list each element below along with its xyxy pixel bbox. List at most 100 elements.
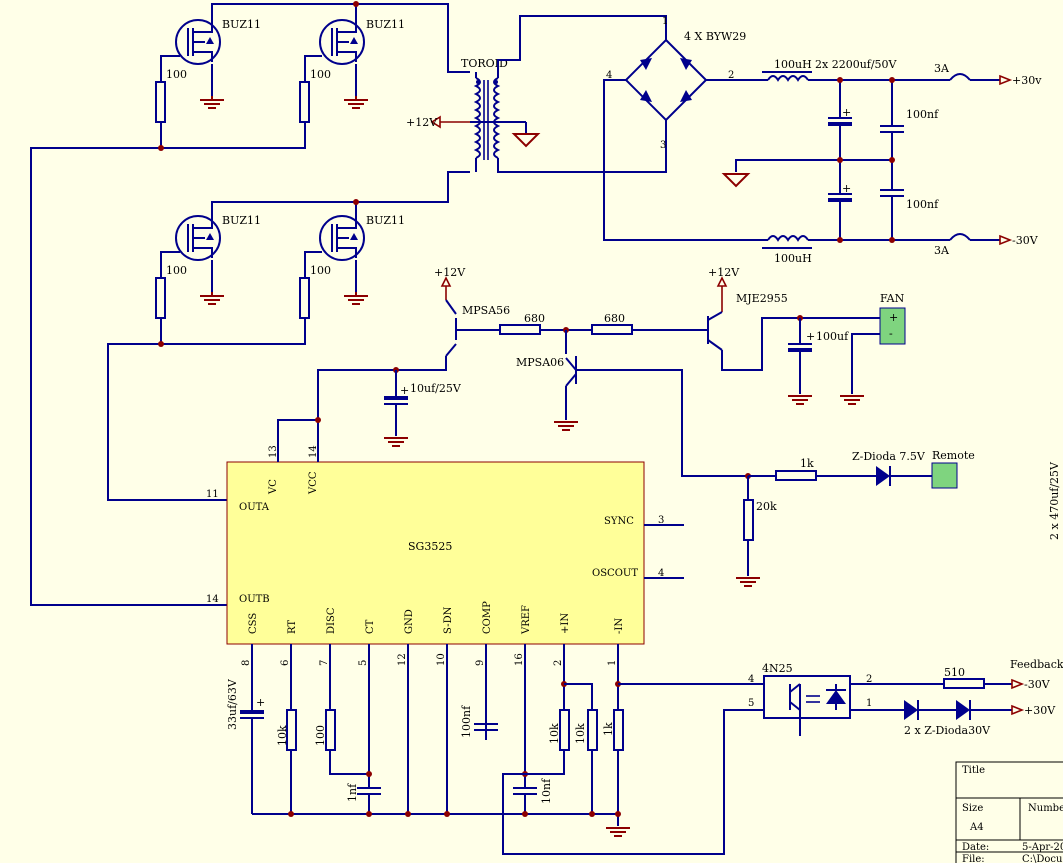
zener-label: Z-Dioda 7.5V	[852, 450, 926, 463]
q2-label: MPSA06	[516, 356, 564, 369]
cap-bottom-label: 100nf	[906, 198, 939, 211]
rect-pin-2: 2	[728, 70, 734, 81]
ic-bottom-pin-name: COMP	[482, 601, 493, 634]
transformer-label: TOROID	[461, 57, 508, 70]
output-stage: 100uH 2x 2200uf/50V 100uH + + 100nf 100n…	[721, 58, 1042, 265]
fan-minus: -	[889, 327, 893, 340]
ic-pin-vcc: VCC	[308, 471, 319, 495]
fb-resistor-label: 510	[944, 666, 965, 679]
caps-label: 2x 2200uf/50V	[815, 58, 898, 71]
ic-pin-3-num: 3	[658, 515, 664, 526]
ic-bottom-pin-name: RT	[287, 620, 298, 634]
feedback-circuit: 4N25 4 5 2 1 510 -30V Feedback +30V 2 x …	[748, 658, 1063, 737]
ic-pin-11-num: 11	[206, 489, 219, 500]
svg-text:+: +	[400, 384, 409, 397]
mosfet-q4-label: BUZ11	[366, 214, 405, 227]
ic-pin-sync: SYNC	[604, 516, 634, 527]
fuse-top-label: 3A	[934, 62, 950, 75]
mosfet-q2: BUZ11	[319, 18, 405, 65]
gate-resistor-2-label: 100	[310, 68, 331, 81]
ic-bottom-pin-name: CSS	[248, 613, 259, 634]
mosfet-q4: BUZ11	[319, 214, 405, 261]
fb-neg-label: -30V	[1024, 678, 1051, 691]
remote-label: Remote	[932, 449, 975, 462]
css-cap-label: 33uf/63V	[226, 678, 239, 730]
opto-pin-1: 1	[866, 698, 872, 709]
fb-pos-label: +30V	[1024, 704, 1056, 717]
gate-resistor-4-label: 100	[310, 264, 331, 277]
fan-cap-label: 100uf	[816, 330, 849, 343]
fan-plus: +	[889, 311, 898, 324]
date-label: Date:	[962, 842, 989, 853]
q3-label: MJE2955	[736, 292, 788, 305]
cap-top-label: 100nf	[906, 108, 939, 121]
ic-bottom-pin-num: 9	[475, 660, 486, 666]
rt-label: 10k	[276, 725, 289, 746]
opto-pin-5: 5	[748, 698, 754, 709]
out-neg-label: -30V	[1012, 234, 1039, 247]
ic-pin-14b-num: 14	[206, 594, 219, 605]
remote-circuit: 1k Z-Dioda 7.5V Remote 20k	[736, 449, 975, 587]
ic-pin-outb: OUTB	[239, 594, 270, 605]
vcc-cap-label: 10uf/25V	[410, 382, 462, 395]
svg-text:+: +	[842, 106, 851, 119]
inductor-bottom-label: 100uH	[774, 252, 812, 265]
size-label: Size	[962, 803, 983, 814]
fb-zeners-label: 2 x Z-Dioda30V	[904, 724, 991, 737]
gate-resistor-3-label: 100	[166, 264, 187, 277]
number-label: Number	[1028, 803, 1063, 814]
ic-bottom-pin-name: -IN	[614, 618, 625, 634]
comp-cap-label: 100nf	[460, 705, 473, 738]
opto-pin-4: 4	[748, 674, 754, 685]
sg3525-ic: SG3525 13 14 VC VCC 11 14 OUTA OUTB 3 4 …	[206, 417, 684, 666]
fan-supply-right-label: +12V	[708, 266, 740, 279]
mosfet-q3-label: BUZ11	[222, 214, 261, 227]
remote-r-series-label: 1k	[800, 457, 814, 470]
ic-bottom-pin-name: GND	[404, 609, 415, 634]
fb-r1-label: 10k	[548, 723, 561, 744]
ct-label: 1nf	[346, 783, 359, 802]
mosfet-q3: BUZ11	[175, 214, 261, 261]
ic-bottom-pin-num: 16	[514, 653, 525, 666]
fan-driver: +12V MPSA56 680 680 MPSA06 +12V MJE2955	[317, 266, 906, 477]
ic-pin-14-num: 14	[308, 445, 319, 458]
gate-resistor-1-label: 100	[166, 68, 187, 81]
ic-bottom-pin-num: 6	[280, 660, 291, 666]
feedback-label: Feedback	[1010, 658, 1063, 671]
out-pos-label: +30v	[1012, 74, 1042, 87]
ic-pin-13-num: 13	[268, 445, 279, 458]
fan-supply-left-label: +12V	[434, 266, 466, 279]
vref-cap-label: 10nf	[540, 778, 553, 804]
ic-bottom-pin-name: VREF	[521, 605, 532, 635]
r680-2-label: 680	[604, 312, 625, 325]
size-value: A4	[969, 822, 984, 833]
disc-label: 100	[314, 725, 327, 746]
opto-pin-2: 2	[866, 674, 872, 685]
ic-pin-vc: VC	[268, 479, 279, 495]
ic-bottom-pin-name: +IN	[560, 613, 571, 634]
ic-bottom-pin-name: S-DN	[443, 606, 454, 634]
transformer: TOROID +12V	[406, 15, 667, 173]
opto-label: 4N25	[762, 662, 793, 675]
fb-r3-label: 1k	[602, 722, 615, 736]
mosfet-q2-label: BUZ11	[366, 18, 405, 31]
inductor-top-label: 100uH	[774, 58, 812, 71]
bridge-rectifier: 4 X BYW29 1 2 3 4	[603, 16, 768, 241]
rect-pin-1: 1	[662, 16, 668, 27]
transformer-supply-label: +12V	[406, 116, 438, 129]
ic-bottom-pin-name: DISC	[326, 607, 337, 634]
svg-text:+: +	[842, 182, 851, 195]
fan-label: FAN	[880, 292, 905, 305]
ic-name: SG3525	[408, 540, 452, 553]
ic-bottom-pin-num: 8	[241, 660, 252, 666]
rectifier-label: 4 X BYW29	[684, 30, 746, 43]
fuse-bottom-label: 3A	[934, 244, 950, 257]
ic-bottom-pin-num: 2	[553, 660, 564, 666]
fb-r2-label: 10k	[574, 723, 587, 744]
date-value: 5-Apr-20	[1022, 842, 1063, 853]
ic-bottom-pin-num: 1	[607, 660, 618, 666]
mosfet-q1: BUZ11	[175, 18, 261, 65]
gate-resistors: 100 100 100 100	[155, 68, 331, 319]
file-label: File:	[962, 854, 985, 863]
